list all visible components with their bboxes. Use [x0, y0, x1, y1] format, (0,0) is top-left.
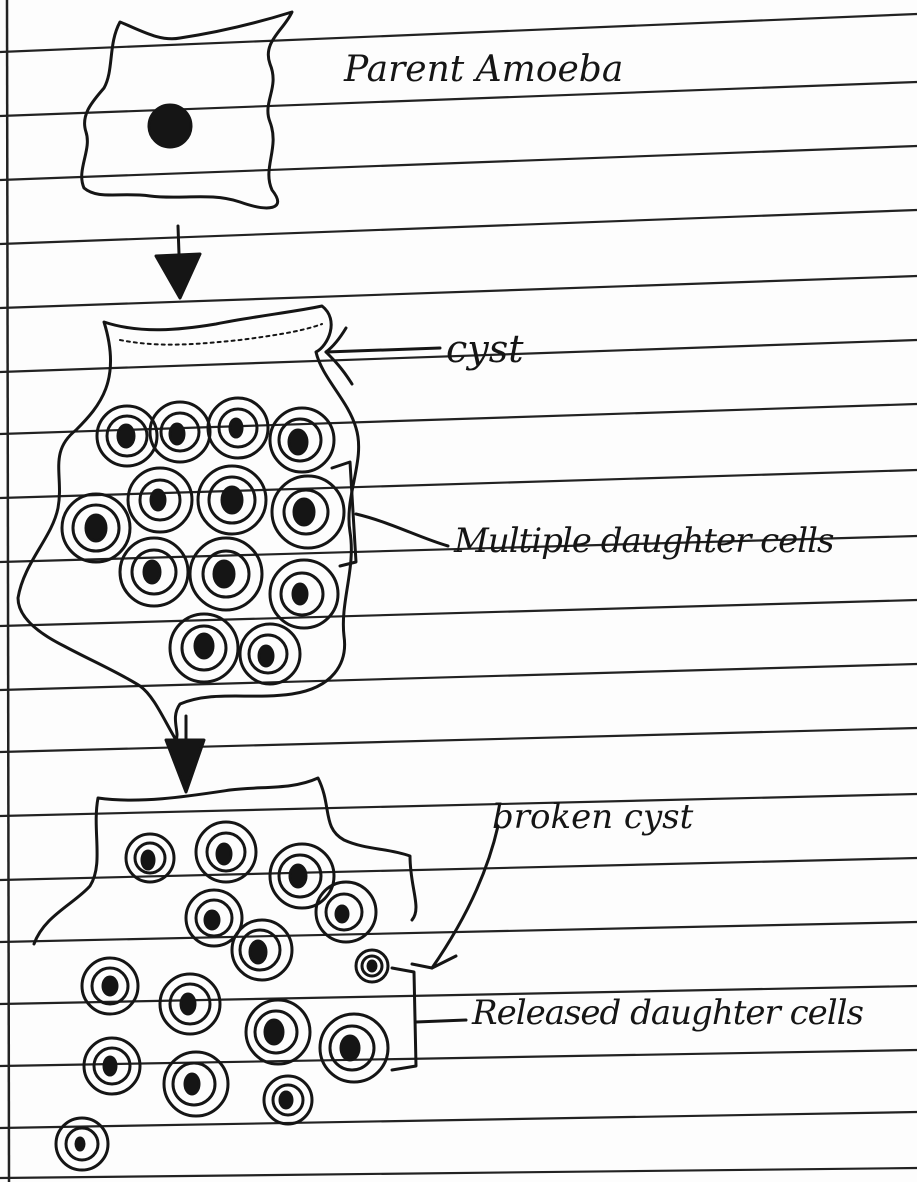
- daughter-cell: [82, 958, 138, 1014]
- daughter-cell: [246, 1000, 310, 1064]
- daughter-cell: [264, 1076, 312, 1124]
- arrow-down-icon: [166, 716, 204, 792]
- daughter-cell: [270, 408, 334, 472]
- daughter-cell: [270, 844, 334, 908]
- daughter-cell: [320, 1014, 388, 1082]
- daughter-cell: [164, 1052, 228, 1116]
- daughter-cells-label: Multiple daughter cells: [454, 524, 834, 558]
- released-cells-bracket: [392, 968, 466, 1070]
- daughter-cell: [160, 974, 220, 1034]
- released-cells-label: Released daughter cells: [472, 996, 863, 1030]
- daughter-cell: [150, 402, 210, 462]
- daughter-cell: [356, 950, 388, 982]
- cyst-pointer-arrow-icon: [326, 328, 440, 384]
- parent-amoeba-label: Parent Amoeba: [344, 52, 623, 88]
- daughter-cell: [128, 468, 192, 532]
- broken-cyst-pointer-arrow-icon: [412, 826, 498, 968]
- daughter-cell: [126, 834, 174, 882]
- daughter-cell: [198, 466, 266, 534]
- cyst-label: cyst: [446, 330, 524, 368]
- daughter-cells-group: [62, 398, 344, 684]
- broken-cyst-label: broken cyst: [492, 800, 693, 834]
- daughter-cell: [97, 406, 157, 466]
- daughter-cell: [240, 624, 300, 684]
- daughter-cell: [120, 538, 188, 606]
- daughter-cell: [62, 494, 130, 562]
- daughter-cell: [232, 920, 292, 980]
- daughter-cell: [84, 1038, 140, 1094]
- daughter-cell: [190, 538, 262, 610]
- daughter-cell: [316, 882, 376, 942]
- daughter-cell: [272, 476, 344, 548]
- daughter-cell: [196, 822, 256, 882]
- parent-nucleus: [149, 105, 191, 147]
- daughter-cell: [170, 614, 238, 682]
